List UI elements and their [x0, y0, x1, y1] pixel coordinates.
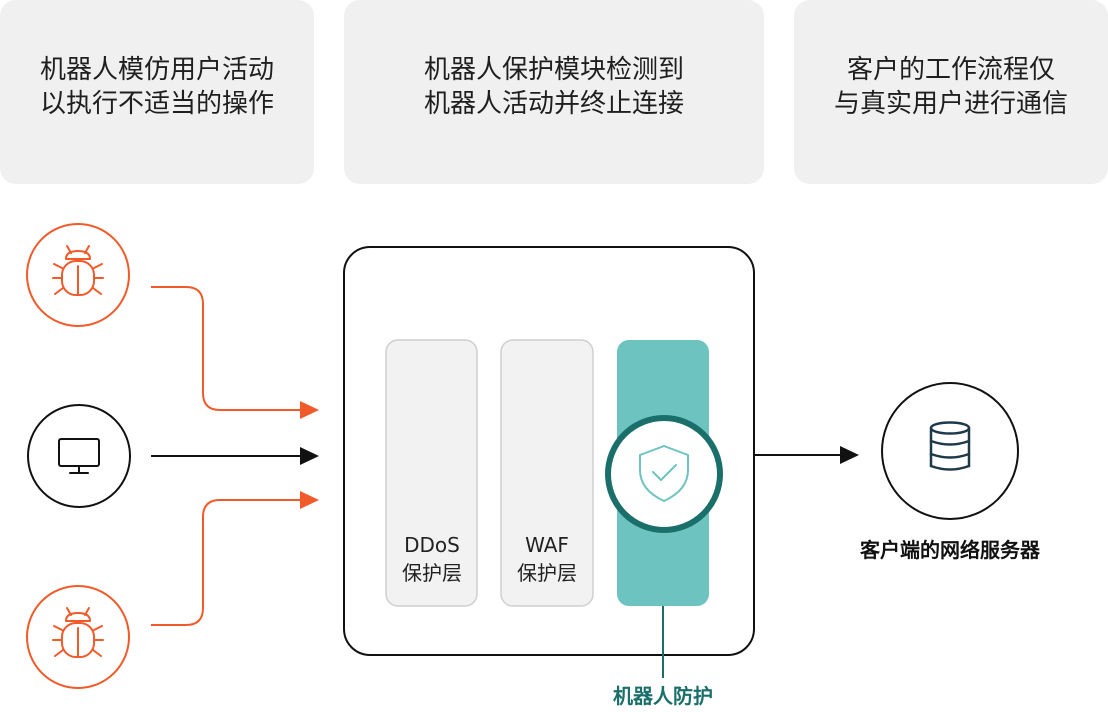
shield-check-icon	[639, 445, 689, 502]
caption-bot-protection-line-2: 机器人活动并终止连接	[423, 89, 684, 119]
caption-customer-flow: 客户的工作流程仅 与真实用户进行通信	[794, 0, 1108, 184]
ddos-layer-label-line-2: 保护层	[402, 561, 462, 585]
caption-bot-action-line-2: 以执行不适当的操作	[39, 89, 274, 119]
caption-bot-protection-line-1: 机器人保护模块检测到	[423, 55, 684, 85]
caption-customer-flow-line-1: 客户的工作流程仅	[846, 55, 1055, 85]
arrow-head-server	[840, 446, 859, 464]
ddos-layer-label-line-1: DDoS	[404, 533, 460, 557]
ddos-layer	[385, 339, 478, 607]
arrow-head-bot-top	[300, 401, 319, 419]
connector-server	[754, 446, 859, 464]
server-node	[881, 382, 1019, 520]
waf-layer-label: WAF 保护层	[501, 531, 593, 587]
caption-bot-protection: 机器人保护模块检测到 机器人活动并终止连接	[344, 0, 764, 184]
connector-user	[151, 447, 319, 465]
bug-icon	[52, 245, 104, 296]
database-icon	[929, 421, 971, 471]
ddos-layer-label: DDoS 保护层	[386, 531, 478, 587]
waf-layer-label-line-1: WAF	[525, 533, 569, 557]
monitor-icon	[58, 438, 100, 474]
caption-bot-action: 机器人模仿用户活动 以执行不适当的操作	[0, 0, 314, 184]
connector-bot-top	[151, 286, 319, 419]
caption-customer-flow-line-2: 与真实用户进行通信	[833, 89, 1068, 119]
arrow-head-user	[300, 447, 319, 465]
waf-layer-label-line-2: 保护层	[517, 561, 577, 585]
waf-layer	[500, 339, 594, 607]
bot-node-top	[26, 223, 130, 327]
bot-node-bottom	[26, 585, 130, 689]
caption-bot-action-line-1: 机器人模仿用户活动	[39, 55, 274, 85]
user-node	[27, 404, 131, 508]
server-label: 客户端的网络服务器	[860, 538, 1040, 562]
bot-protection-label: 机器人防护	[613, 684, 713, 708]
shield-badge	[605, 415, 723, 533]
connector-bot-bottom	[151, 491, 319, 626]
bug-icon	[52, 607, 104, 658]
arrow-head-bot-bottom	[300, 491, 319, 509]
